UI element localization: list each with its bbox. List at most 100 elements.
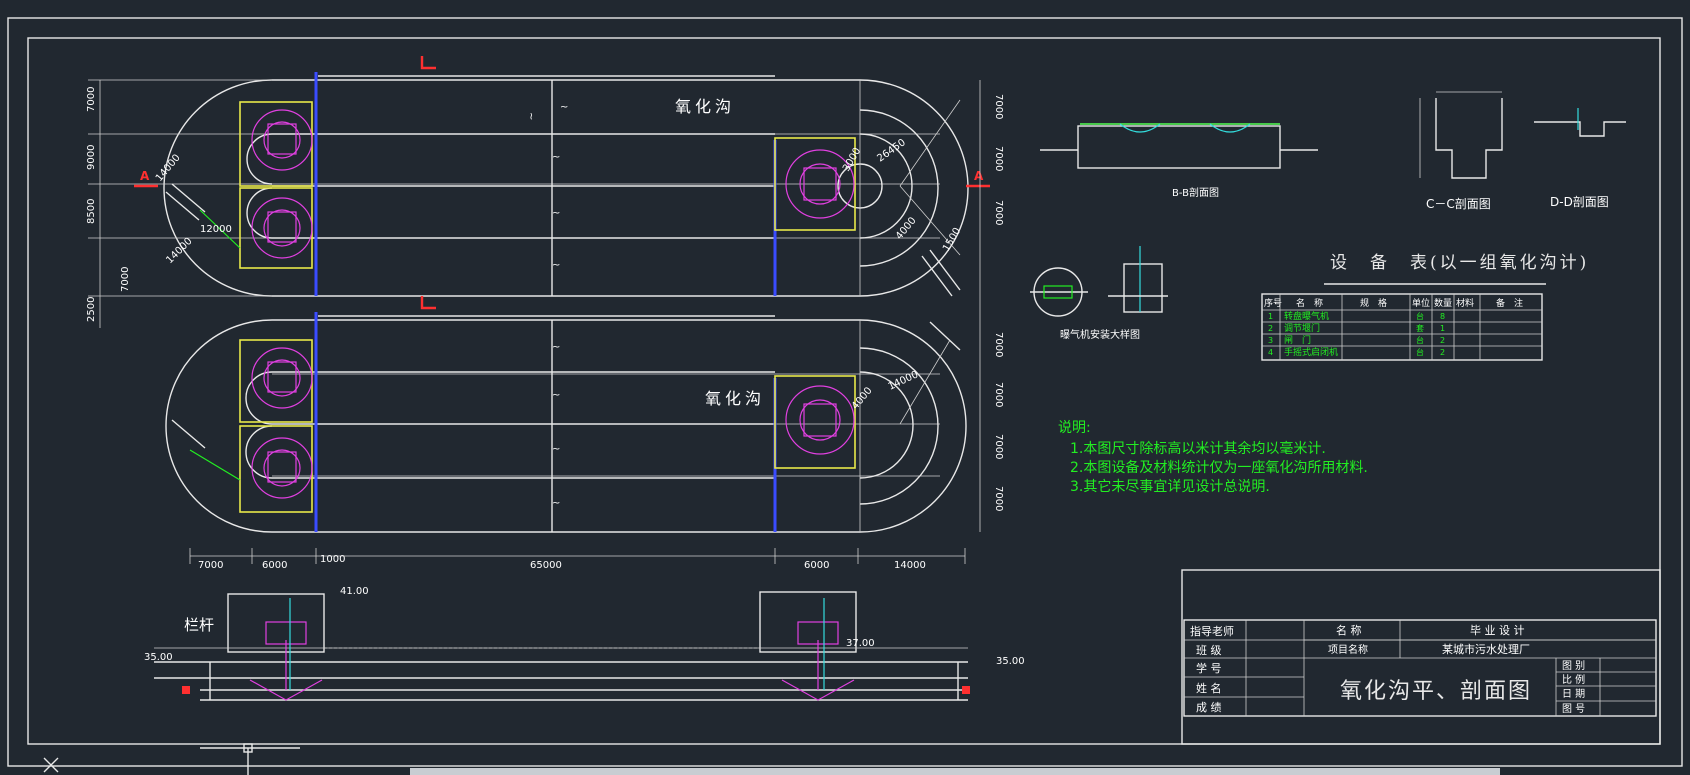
ditch-1-label: 氧化沟	[675, 97, 735, 116]
eq-r1-c4: 1	[1440, 324, 1445, 333]
tb-sheet-3: 图 号	[1562, 703, 1585, 715]
dim-right-top-0: 7000	[993, 94, 1004, 119]
notes-heading: 说明:	[1058, 420, 1091, 436]
table-row: 1 转盘曝气机 台 8	[1268, 310, 1445, 322]
table-row: 3 闸 门 台 2	[1268, 334, 1445, 346]
right-dimensions: 7000 7000 7000 7000 7000 7000 7000	[979, 80, 1004, 532]
title-block: 指导老师 班 级 学 号 姓 名 成 绩 名 称 毕 业 设 计 项目名称 某城…	[1181, 569, 1661, 745]
tb-sheet-2: 日 期	[1562, 688, 1585, 700]
note-item: 1.本图尺寸除标高以米计其余均以毫米计.	[1070, 440, 1326, 457]
aerator-install-title: 曝气机安装大样图	[1060, 328, 1140, 341]
dim-bottom-2: 1000	[320, 554, 345, 565]
section-a-right-label: A	[974, 169, 984, 183]
eq-r2-c1: 闸 门	[1284, 334, 1311, 346]
pipes	[165, 183, 961, 481]
svg-text:~: ~	[560, 102, 568, 113]
section-d-title: D-D剖面图	[1550, 195, 1609, 209]
drawing-title: 氧化沟平、剖面图	[1340, 679, 1532, 704]
aerator-install-detail: 曝气机安装大样图	[1030, 246, 1168, 341]
section-d-detail: D-D剖面图	[1534, 108, 1626, 209]
level-3: 35.00	[996, 656, 1025, 667]
eq-r1-c0: 2	[1268, 324, 1273, 333]
eq-header-2: 规 格	[1360, 297, 1387, 309]
dim-radius-2: 14000	[164, 236, 194, 266]
dim-left-3: 7000	[120, 267, 131, 292]
eq-header-5: 材料	[1456, 297, 1474, 309]
notes-block: 说明: 1.本图尺寸除标高以米计其余均以毫米计. 2.本图设备及材料统计仅为一座…	[1058, 420, 1368, 495]
railing-label: 栏杆	[184, 616, 214, 634]
ucs-icon	[43, 743, 300, 775]
level-0: 41.00	[340, 586, 369, 597]
dim-right-bottom-3: 7000	[993, 486, 1004, 511]
eq-r0-c4: 8	[1440, 312, 1445, 321]
eq-r3-c3: 台	[1416, 347, 1424, 357]
dim-radius-1: 12000	[200, 224, 232, 235]
eq-header-4: 数量	[1434, 297, 1452, 309]
dim-bottom-3: 65000	[530, 560, 562, 571]
eq-header-1: 名 称	[1296, 297, 1323, 309]
eq-header-3: 单位	[1412, 297, 1430, 309]
dim-right-bottom-0: 7000	[993, 332, 1004, 357]
svg-text:~: ~	[552, 152, 560, 163]
table-row: 2 调节堰门 套 1	[1268, 322, 1445, 334]
dim-radius-3: 26450	[875, 137, 907, 164]
dim-bottom-0: 7000	[198, 560, 223, 571]
dim-right-top-2: 7000	[993, 200, 1004, 225]
eq-r0-c1: 转盘曝气机	[1284, 310, 1329, 322]
eq-r0-c3: 台	[1416, 311, 1424, 321]
level-2: 35.00	[144, 652, 173, 663]
note-item: 3.其它未尽事宜详见设计总说明.	[1070, 478, 1270, 495]
note-item: 2.本图设备及材料统计仅为一座氧化沟所用材料.	[1070, 459, 1368, 476]
ditch-1-plan: ~ ~ ~ ~ ~ 氧化沟	[88, 72, 969, 297]
svg-text:~: ~	[525, 112, 536, 120]
section-marks: A A	[134, 56, 990, 310]
tb-project: 某城市污水处理厂	[1442, 642, 1530, 656]
tb-sheet-1: 比 例	[1562, 673, 1585, 686]
section-c-title: C－C剖面图	[1426, 197, 1491, 211]
dim-left-0: 7000	[86, 87, 97, 112]
dim-bottom-5: 14000	[894, 560, 926, 571]
dim-radius-8: 4000	[850, 385, 875, 412]
aerator-group-2	[239, 339, 856, 513]
dim-right-top-1: 7000	[993, 146, 1004, 171]
outer-frame	[7, 17, 1683, 767]
equipment-table: 设 备 表(以一组氧化沟计) 序号 名 称 规 格 单位 数量 材料 备 注 1…	[1261, 253, 1586, 361]
tb-col-name: 名 称	[1336, 623, 1362, 637]
eq-r3-c4: 2	[1440, 348, 1445, 357]
eq-r3-c0: 4	[1268, 348, 1273, 357]
svg-text:~: ~	[552, 260, 560, 271]
bottom-dimensions: 7000 6000 1000 65000 6000 14000	[189, 548, 966, 571]
svg-text:~: ~	[552, 342, 560, 353]
tb-col-design: 毕 业 设 计	[1470, 624, 1525, 637]
level-1: 37.00	[846, 638, 875, 649]
table-row: 4 手摇式启闭机 台 2	[1268, 346, 1445, 358]
tb-student-id: 学 号	[1196, 661, 1222, 675]
dim-radius-7: 14000	[887, 369, 920, 392]
inner-frame	[27, 37, 1661, 745]
eq-header-6: 备 注	[1496, 297, 1523, 309]
radius-dimensions: 14000 12000 14000 26450 4000 1500 3000 1…	[154, 137, 963, 412]
horizontal-scrollbar[interactable]	[410, 768, 1500, 775]
dim-right-bottom-2: 7000	[993, 434, 1004, 459]
section-b-detail: B-B剖面图	[1040, 123, 1318, 199]
tb-class: 班 级	[1196, 644, 1222, 657]
dim-left-2: 8500	[86, 199, 97, 224]
tb-project-name: 项目名称	[1328, 643, 1368, 656]
svg-text:~: ~	[552, 444, 560, 455]
dim-left-4: 2500	[86, 297, 97, 322]
dim-bottom-4: 6000	[804, 560, 829, 571]
eq-r3-c1: 手摇式启闭机	[1284, 346, 1338, 358]
elevation-section: 栏杆 41.00 37.00 35.00 35.00	[144, 586, 1025, 701]
dim-radius-5: 1500	[941, 226, 963, 254]
eq-r2-c0: 3	[1268, 336, 1273, 345]
eq-header-0: 序号	[1264, 297, 1282, 309]
eq-r1-c1: 调节堰门	[1284, 322, 1320, 334]
ditch-2-label: 氧化沟	[705, 389, 765, 408]
svg-text:~: ~	[552, 498, 560, 509]
eq-r2-c3: 台	[1416, 335, 1424, 345]
eq-r1-c3: 套	[1416, 323, 1424, 333]
svg-text:~: ~	[552, 390, 560, 401]
eq-r2-c4: 2	[1440, 336, 1445, 345]
dim-bottom-1: 6000	[262, 560, 287, 571]
